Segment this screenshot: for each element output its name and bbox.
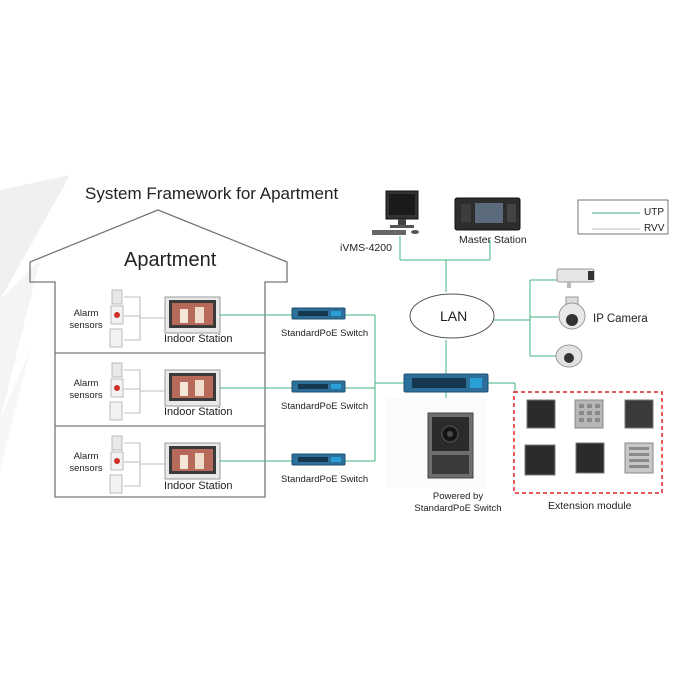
switch-label: StandardPoE Switch <box>281 474 369 485</box>
speed-dome-camera-icon <box>558 296 586 330</box>
diagram-title: System Framework for Apartment <box>85 184 339 203</box>
sensor-icon <box>111 289 123 305</box>
indoor-station-image <box>195 307 204 323</box>
indoor-station-image <box>180 382 188 396</box>
alarm-sensors-label: Alarm sensors <box>69 451 103 474</box>
indoor-station-label: Indoor Station <box>164 406 233 418</box>
legend-rvv-label: RVV <box>644 223 665 234</box>
master-station-icon <box>454 197 521 231</box>
alarm-sensors-label: Alarm sensors <box>69 308 103 331</box>
sensor-wire <box>124 296 141 341</box>
indoor-station-image <box>195 453 204 469</box>
sensor-icon <box>111 362 123 378</box>
apartment-building <box>29 209 288 498</box>
extension-module-panel <box>513 391 663 494</box>
floor-switch-1 <box>291 307 346 320</box>
indoor-station-image <box>195 380 204 396</box>
indoor-station-image <box>180 455 188 469</box>
dome-camera-icon <box>555 344 583 368</box>
switch-label: StandardPoE Switch <box>281 328 369 339</box>
extension-module-tile <box>526 399 556 429</box>
indoor-station-image <box>172 449 213 471</box>
extension-module-tile <box>524 444 556 476</box>
alarm-sensors-label: Alarm sensors <box>69 378 103 401</box>
legend-utp-label: UTP <box>644 207 664 218</box>
floor-2-devices <box>109 362 221 421</box>
indoor-station-image <box>180 309 188 323</box>
door-contact-icon <box>109 401 123 421</box>
floor-1-devices <box>109 289 221 348</box>
floor-3-devices <box>109 435 221 494</box>
legend-box <box>577 199 669 235</box>
background-shape <box>0 175 70 300</box>
background-shape <box>0 350 30 470</box>
alarm-button-icon <box>114 312 120 318</box>
extension-module-tile <box>624 399 654 429</box>
extension-module-tile <box>575 442 605 474</box>
door-station-caption: Powered by StandardPoE Switch <box>414 491 502 514</box>
ivms-label: iVMS-4200 <box>340 242 392 254</box>
floor-switch-3 <box>291 453 346 466</box>
indoor-station-label: Indoor Station <box>164 333 233 345</box>
alarm-button-icon <box>114 385 120 391</box>
floor-switch-2 <box>291 380 346 393</box>
bullet-camera-icon <box>556 268 595 288</box>
extension-module-label: Extension module <box>548 500 632 512</box>
building-label: Apartment <box>124 249 217 271</box>
sensor-wire <box>124 369 141 414</box>
ivms-computer-icon <box>372 190 419 235</box>
lan-cloud <box>409 293 495 339</box>
door-contact-icon <box>109 474 123 494</box>
indoor-station-label: Indoor Station <box>164 480 233 492</box>
lan-label: LAN <box>440 308 468 324</box>
ip-camera-label: IP Camera <box>593 313 648 325</box>
sensor-wire <box>124 442 141 487</box>
background-shape <box>0 260 40 420</box>
indoor-station-image <box>172 376 213 398</box>
door-contact-icon <box>109 328 123 348</box>
switch-label: StandardPoE Switch <box>281 401 369 412</box>
door-station-panel <box>385 398 487 488</box>
alarm-button-icon <box>114 458 120 464</box>
master-station-label: Master Station <box>459 234 527 246</box>
sensor-icon <box>111 435 123 451</box>
indoor-station-image <box>172 303 213 325</box>
main-poe-switch <box>403 373 489 393</box>
